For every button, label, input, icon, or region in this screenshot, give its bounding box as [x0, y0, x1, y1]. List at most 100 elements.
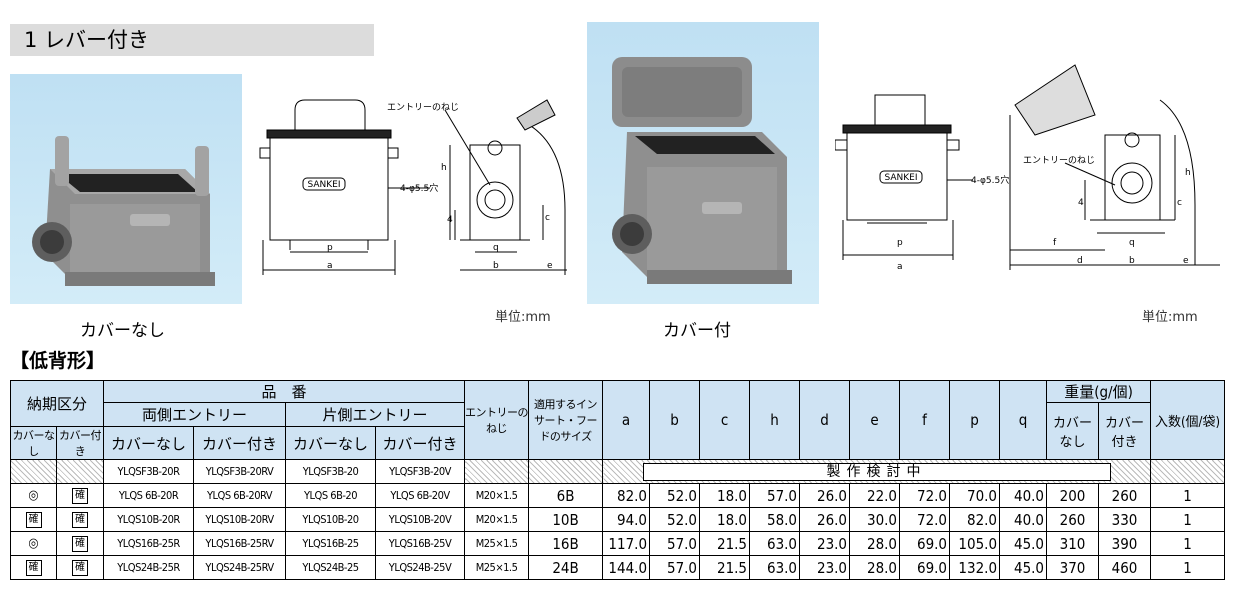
- cell-b-nc: YLQS 6B-20R: [103, 483, 195, 508]
- delivery-mark: ◎: [28, 488, 39, 503]
- dim-e-label-2: e: [1183, 256, 1189, 266]
- header-q: q: [999, 380, 1048, 460]
- cell-q: 45.0: [999, 555, 1048, 580]
- header-weight-no-cover: カバーなし: [1046, 402, 1100, 460]
- cell-p: 82.0: [949, 507, 1001, 532]
- header-part-no: 品 番: [103, 380, 466, 403]
- spec-table: 納期区分 品 番 エントリーのねじ 適用するインサート・フードのサイズ a b …: [9, 380, 1226, 580]
- blank-cell: [528, 459, 604, 484]
- housing-photo-no-cover: [10, 74, 242, 304]
- dim-a-label-2: a: [897, 262, 903, 272]
- header-e: e: [849, 380, 901, 460]
- blank-cell: [1150, 459, 1226, 484]
- header-weight-with-cover: カバー付き: [1098, 402, 1152, 460]
- delivery-cell: ◎: [10, 483, 57, 508]
- cell-thread: M25×1.5: [464, 555, 530, 580]
- header-delivery: 納期区分: [9, 380, 105, 427]
- drawing-logo-label: SANKEI: [307, 180, 340, 190]
- cell-c: 21.5: [699, 555, 751, 580]
- cell-b-wc: YLQS10B-20RV: [193, 507, 287, 532]
- cell-thread: M25×1.5: [464, 531, 530, 556]
- dim-c-label: c: [545, 213, 550, 223]
- cell-qty: 1: [1150, 507, 1226, 532]
- cell-e: 28.0: [849, 531, 901, 556]
- cell-o-wc: YLQS 6B-20V: [375, 483, 466, 508]
- cell-p: 70.0: [949, 483, 1001, 508]
- cell-c: 18.0: [699, 507, 751, 532]
- header-both-no-cover: カバーなし: [103, 426, 195, 460]
- cell-b: 52.0: [649, 483, 701, 508]
- dim-d-label-2: d: [1077, 256, 1083, 266]
- cell-h: 63.0: [749, 531, 801, 556]
- blank-cell: [464, 459, 530, 484]
- delivery-mark: 確: [72, 560, 88, 576]
- dim-4-label-2: 4: [1078, 198, 1084, 208]
- cell-b-wc: YLQS24B-25RV: [193, 555, 287, 580]
- cell-qty: 1: [1150, 531, 1226, 556]
- cell-w-wc: 260: [1098, 483, 1152, 508]
- dim-4-label: 4: [447, 215, 453, 225]
- header-b: b: [649, 380, 701, 460]
- cell-d: 26.0: [799, 507, 851, 532]
- part-cell: YLQSF3B-20RV: [193, 459, 287, 484]
- header-d: d: [799, 380, 851, 460]
- cell-w-nc: 200: [1046, 483, 1100, 508]
- header-c: c: [699, 380, 751, 460]
- dimension-drawing-no-cover: SANKEI エントリーのねじ 4-φ5.5穴 p a q b e c h 4: [259, 99, 567, 275]
- dim-b-label: b: [493, 261, 499, 271]
- cell-f: 69.0: [899, 531, 951, 556]
- cell-b: 52.0: [649, 507, 701, 532]
- header-both-entry: 両側エントリー: [103, 402, 287, 427]
- delivery-cell: 確: [55, 531, 105, 556]
- table-subtitle: 【低背形】: [10, 350, 106, 372]
- dim-f-label-2: f: [1053, 238, 1057, 248]
- cell-f: 69.0: [899, 555, 951, 580]
- dim-q-label: q: [493, 243, 499, 253]
- header-f: f: [899, 380, 951, 460]
- entry-thread-callout-2: エントリーのねじ: [1023, 155, 1095, 166]
- part-cell: YLQSF3B-20R: [103, 459, 195, 484]
- delivery-cell: 確: [10, 507, 57, 532]
- cell-q: 45.0: [999, 531, 1048, 556]
- header-both-with-cover: カバー付き: [193, 426, 287, 460]
- dim-a-label: a: [327, 261, 333, 271]
- cell-h: 63.0: [749, 555, 801, 580]
- table-row-under-study: YLQSF3B-20R YLQSF3B-20RV YLQSF3B-20 YLQS…: [10, 459, 1226, 484]
- cell-c: 18.0: [699, 483, 751, 508]
- cell-p: 132.0: [949, 555, 1001, 580]
- dim-q-label-2: q: [1129, 238, 1135, 248]
- under-study-label: 製作検討中: [642, 462, 1111, 481]
- cell-b-wc: YLQS16B-25RV: [193, 531, 287, 556]
- cell-b: 57.0: [649, 531, 701, 556]
- cell-w-wc: 330: [1098, 507, 1152, 532]
- cell-p: 105.0: [949, 531, 1001, 556]
- cell-o-nc: YLQS24B-25: [285, 555, 377, 580]
- header-a: a: [602, 380, 651, 460]
- cell-h: 57.0: [749, 483, 801, 508]
- cell-d: 23.0: [799, 531, 851, 556]
- cell-insert: 6B: [528, 483, 604, 508]
- cell-insert: 16B: [528, 531, 604, 556]
- cell-w-nc: 370: [1046, 555, 1100, 580]
- dimension-drawing-with-cover: SANKEI エントリーのねじ 4-φ5.5穴 p a f d q b e c …: [835, 64, 1220, 272]
- cell-b-nc: YLQS10B-20R: [103, 507, 195, 532]
- header-qty: 入数(個/袋): [1150, 380, 1226, 460]
- dim-c-label-2: c: [1177, 198, 1182, 208]
- dim-p-label: p: [327, 243, 333, 253]
- delivery-cell: 確: [55, 555, 105, 580]
- cell-thread: M20×1.5: [464, 507, 530, 532]
- cell-o-wc: YLQS16B-25V: [375, 531, 466, 556]
- cell-e: 22.0: [849, 483, 901, 508]
- cell-b: 57.0: [649, 555, 701, 580]
- dim-b-label-2: b: [1129, 256, 1135, 266]
- cell-w-nc: 310: [1046, 531, 1100, 556]
- delivery-mark: 確: [25, 512, 42, 528]
- delivery-mark: 確: [72, 488, 88, 504]
- header-entry-thread: エントリーのねじ: [464, 380, 530, 460]
- header-delivery-no-cover: カバーなし: [10, 426, 57, 460]
- cell-b-nc: YLQS24B-25R: [103, 555, 195, 580]
- cell-qty: 1: [1150, 555, 1226, 580]
- cell-o-wc: YLQS24B-25V: [375, 555, 466, 580]
